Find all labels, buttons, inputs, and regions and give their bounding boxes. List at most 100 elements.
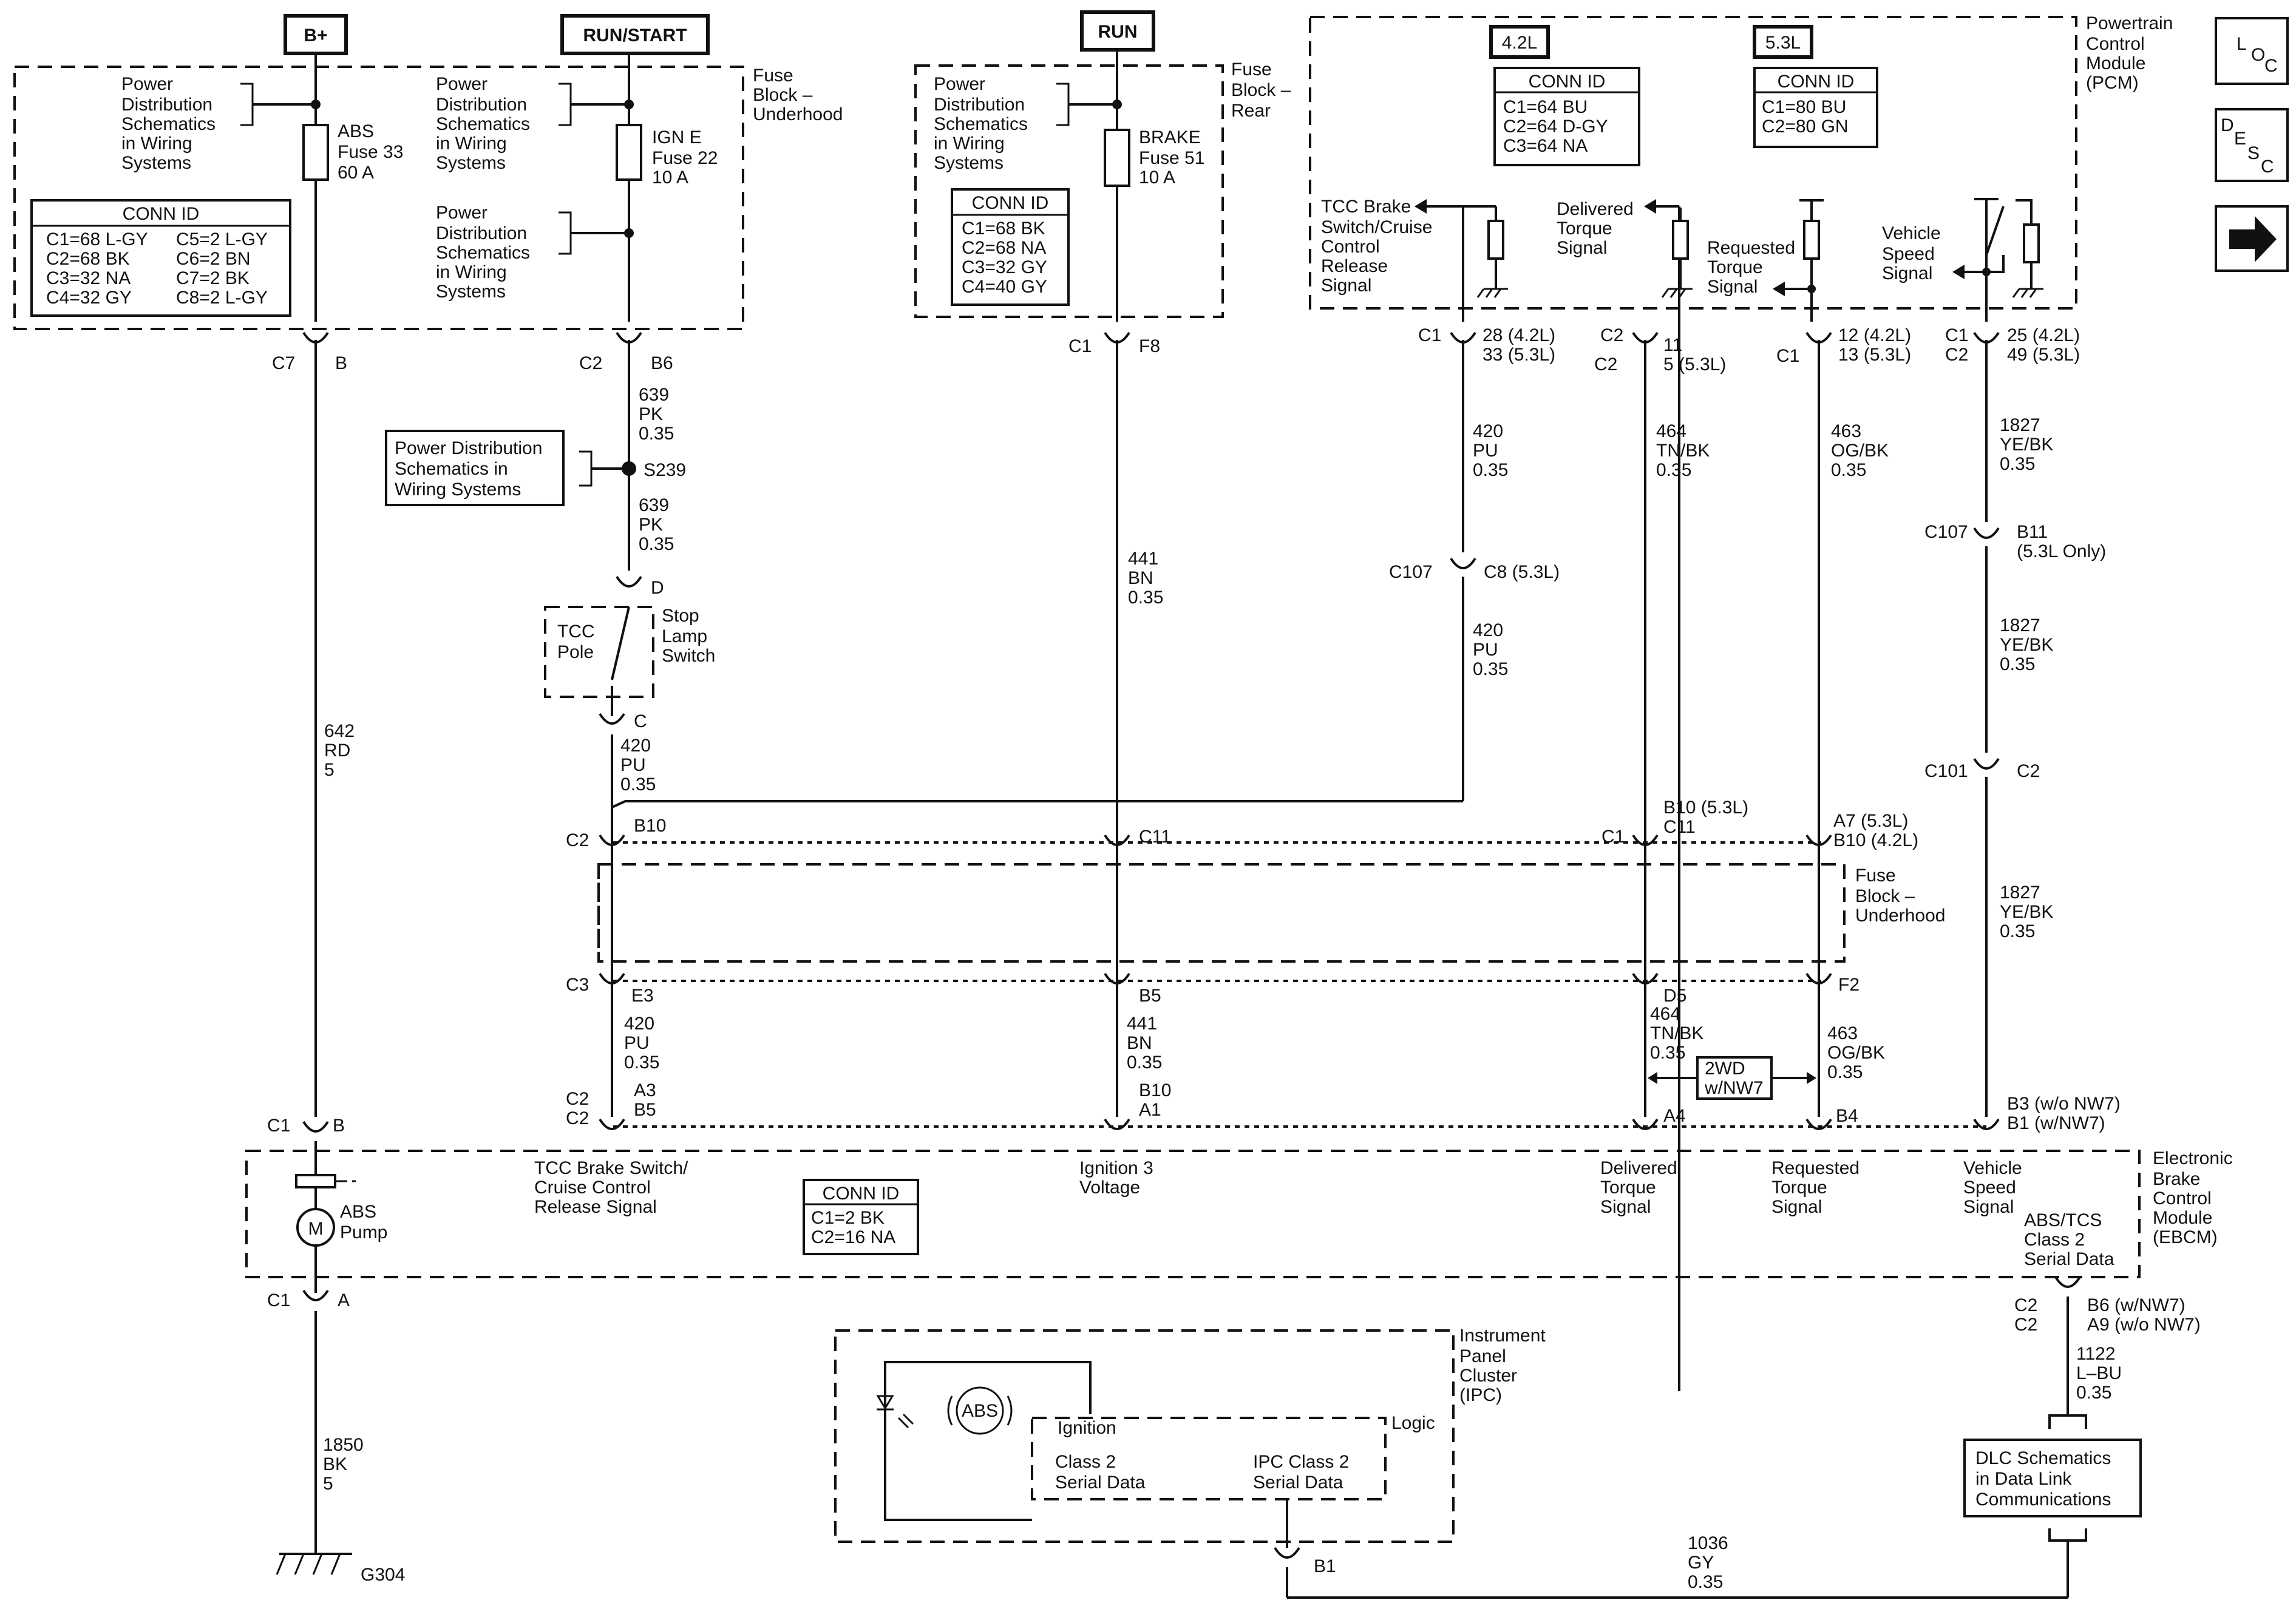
- diagram-label: Lamp: [662, 626, 707, 646]
- diagram-label: in Data Link: [1975, 1469, 2072, 1489]
- next-arrow-button[interactable]: [2215, 205, 2289, 272]
- diagram-label: 60 A: [338, 163, 374, 183]
- ign-fuse: [616, 124, 642, 181]
- diagram-label: 0.35: [2000, 454, 2035, 474]
- diagram-label: 0.35: [1473, 659, 1508, 679]
- diagram-label: Communications: [1975, 1490, 2111, 1510]
- diagram-label: B: [335, 353, 347, 373]
- diagram-label: Control: [1321, 237, 1380, 257]
- diagram-label: C101: [1924, 761, 1968, 781]
- diagram-label: 639: [639, 495, 669, 515]
- diagram-label: ABS: [338, 121, 374, 141]
- diagram-label: 28 (4.2L): [1483, 325, 1555, 345]
- diagram-label: 11: [1663, 335, 1682, 355]
- diagram-label: C2=68 BK: [46, 249, 130, 269]
- diagram-label: 10 A: [652, 168, 688, 188]
- diagram-label: Systems: [436, 282, 506, 302]
- diagram-label: 463: [1831, 421, 1861, 441]
- diagram-label: Power: [436, 203, 487, 223]
- diagram-label: Module: [2086, 53, 2145, 73]
- diagram-label: B4: [1836, 1106, 1858, 1126]
- diagram-label: C2: [2014, 1295, 2037, 1315]
- diagram-label: B1: [1314, 1556, 1336, 1576]
- diagram-label: C3=32 GY: [962, 257, 1047, 277]
- run-label: RUN: [1098, 22, 1138, 42]
- diagram-label: Fuse 51: [1139, 148, 1204, 168]
- diagram-label: O: [2251, 45, 2265, 65]
- diagram-label: L: [2237, 34, 2247, 54]
- diagram-label: Switch: [662, 646, 715, 666]
- diagram-label: C2: [579, 353, 602, 373]
- diagram-label: C2=64 D-GY: [1503, 117, 1608, 137]
- diagram-label: Ignition 3: [1079, 1158, 1153, 1178]
- diagram-label: F8: [1139, 336, 1160, 356]
- conn-id-table-underhood: CONN ID C1=68 L-GY C2=68 BK C3=32 NA C4=…: [30, 199, 291, 317]
- conn-id-table-ebcm: CONN ID C1=2 BK C2=16 NA: [803, 1179, 919, 1255]
- fuse-block-underhood-lower: Fuse Block – Underhood: [597, 863, 1945, 963]
- brake-fuse: [1104, 129, 1130, 187]
- diagram-label: Cruise Control: [534, 1178, 651, 1198]
- diagram-label: Torque: [1707, 257, 1763, 277]
- diagram-label: IGN E: [652, 127, 702, 147]
- diagram-label: (5.3L Only): [2017, 541, 2106, 561]
- diagram-label: C3: [566, 975, 589, 995]
- diagram-label: B: [333, 1116, 345, 1136]
- diagram-label: Pump: [340, 1222, 387, 1242]
- diagram-label: PU: [620, 755, 646, 775]
- diagram-label: C8=2 L-GY: [176, 288, 268, 308]
- run-start-label: RUN/START: [583, 25, 687, 46]
- diagram-label: Speed: [1882, 244, 1935, 264]
- diagram-label: Underhood: [1855, 906, 1945, 926]
- diagram-label: DLC Schematics: [1975, 1448, 2111, 1468]
- diagram-label: Ignition: [1058, 1418, 1116, 1438]
- diagram-label: PU: [1473, 441, 1498, 461]
- diagram-label: Fuse 33: [338, 142, 403, 162]
- diagram-label: C2: [566, 1089, 589, 1109]
- fuse-block-underhood: Fuse Block – Underhood Power Distributio…: [13, 53, 843, 330]
- diagram-label: Powertrain: [2086, 13, 2173, 33]
- desc-nav-button[interactable]: D E S C: [2215, 108, 2289, 182]
- diagram-label: in Wiring: [436, 262, 507, 282]
- diagram-label: Schematics: [934, 114, 1028, 134]
- diagram-label: 0.35: [1831, 460, 1866, 480]
- diagram-label: in Wiring: [121, 134, 192, 154]
- diagram-label: Systems: [121, 153, 191, 173]
- diagram-label: Vehicle: [1963, 1158, 2022, 1178]
- diagram-label: YE/BK: [2000, 635, 2053, 655]
- diagram-label: PU: [1473, 640, 1498, 660]
- diagram-label: C4=32 GY: [46, 288, 132, 308]
- twowd-arrow: 2WD w/NW7: [1648, 1056, 1816, 1100]
- diagram-label: Fuse: [753, 66, 793, 86]
- diagram-label: B5: [1139, 986, 1161, 1006]
- diagram-label: Fuse 22: [652, 148, 718, 168]
- diagram-label: 0.35: [1473, 460, 1508, 480]
- diagram-label: B11: [2017, 522, 2048, 542]
- diagram-label: 5.3L: [1765, 33, 1801, 53]
- diagram-label: C2=16 NA: [811, 1227, 895, 1247]
- diagram-label: Schematics: [121, 114, 216, 134]
- diagram-label: A1: [1139, 1100, 1161, 1120]
- diagram-label: OG/BK: [1827, 1043, 1885, 1063]
- loc-nav-button[interactable]: L O C: [2215, 17, 2289, 85]
- diagram-label: OG/BK: [1831, 441, 1889, 461]
- diagram-label: 0.35: [1656, 460, 1691, 480]
- diagram-label: C7: [272, 353, 295, 373]
- diagram-label: Module: [2153, 1208, 2212, 1228]
- diagram-label: Signal: [1557, 238, 1607, 258]
- diagram-label: ABS: [962, 1401, 998, 1421]
- diagram-label: Power: [121, 74, 173, 94]
- diagram-label: YE/BK: [2000, 435, 2053, 455]
- stop-lamp-switch: TCC Pole Stop Lamp Switch: [544, 606, 715, 716]
- b-plus-header: B+: [284, 14, 348, 55]
- dlc-schematics-box: DLC Schematics in Data Link Communicatio…: [1963, 1439, 2142, 1517]
- diagram-label: 0.35: [1827, 1062, 1863, 1082]
- diagram-label: Signal: [1600, 1197, 1651, 1217]
- diagram-label: 420: [620, 736, 651, 756]
- diagram-label: C2=80 GN: [1762, 117, 1849, 137]
- diagram-label: 10 A: [1139, 168, 1175, 188]
- diagram-label: CONN ID: [1529, 72, 1606, 92]
- diagram-label: Fuse: [1855, 866, 1896, 886]
- diagram-label: C2: [1945, 345, 1968, 365]
- run-header: RUN: [1080, 10, 1155, 52]
